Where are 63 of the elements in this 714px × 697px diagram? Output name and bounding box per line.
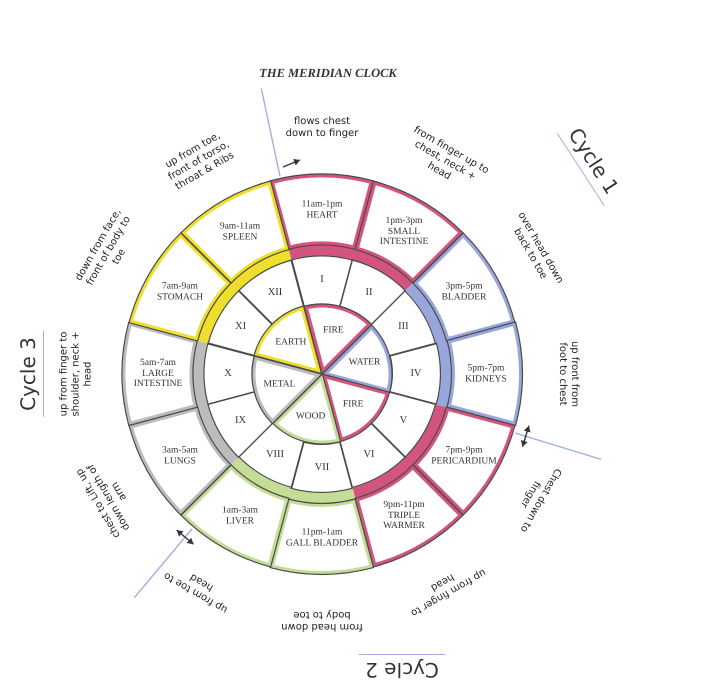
organ-name: SMALL INTESTINE xyxy=(378,226,430,248)
title: THE MERIDIAN CLOCK xyxy=(259,66,397,81)
time-range: 1pm-3pm xyxy=(386,216,422,227)
time-range: 3pm-5pm xyxy=(446,281,482,292)
organ-name: HEART xyxy=(306,210,338,221)
roman-numeral: IX xyxy=(235,415,246,427)
numeral-segment xyxy=(203,342,256,406)
numeral-segment xyxy=(388,342,441,406)
roman-numeral: V xyxy=(400,415,408,427)
numeral-segment xyxy=(290,255,354,308)
cycle-label: Cycle 2 xyxy=(359,654,445,682)
handwritten-note: from head down body to toe xyxy=(280,608,364,632)
roman-numeral: X xyxy=(224,368,232,380)
numeral-segment xyxy=(370,290,437,357)
meridian-segment xyxy=(269,498,375,575)
element-segment xyxy=(321,324,393,394)
organ-name: LARGE INTESTINE xyxy=(132,368,184,390)
time-range: 11am-1pm xyxy=(302,199,342,210)
time-range: 7am-9am xyxy=(162,281,198,292)
cycle-label: Cycle 3 xyxy=(16,331,44,417)
time-range: 5pm-7pm xyxy=(468,363,504,374)
numeral-segment xyxy=(339,422,406,489)
organ-name: BLADDER xyxy=(442,292,486,303)
roman-numeral: II xyxy=(365,286,372,298)
meridian-segment xyxy=(121,321,198,427)
element-segment xyxy=(253,305,323,375)
organ-name: LUNGS xyxy=(164,456,196,467)
element-name: EARTH xyxy=(275,338,306,348)
roman-numeral: VI xyxy=(363,450,375,462)
element-segment xyxy=(251,354,323,424)
roman-numeral: XII xyxy=(268,286,282,298)
time-range: 5am-7am xyxy=(140,358,176,369)
meridian-segment xyxy=(446,321,523,427)
meridian-segment xyxy=(354,180,464,284)
organ-name: SPLEEN xyxy=(222,232,258,243)
time-range: 11pm-1am xyxy=(302,527,342,538)
organ-name: KIDNEYS xyxy=(465,374,507,385)
time-range: 9am-11am xyxy=(220,221,260,232)
handwritten-note: up from finger to shoulder, neck + head xyxy=(58,331,94,417)
meridian-segment xyxy=(269,173,375,250)
organ-name: TRIPLE WARMER xyxy=(382,510,426,532)
numeral-segment xyxy=(290,440,354,493)
handwritten-note: up front from foot to chest xyxy=(556,340,580,410)
element-name: WOOD xyxy=(296,411,326,422)
roman-numeral: XI xyxy=(235,321,246,333)
roman-numeral: VIII xyxy=(266,450,284,462)
organ-name: STOMACH xyxy=(156,292,204,303)
roman-numeral: III xyxy=(398,321,409,333)
time-range: 1am-3am xyxy=(222,505,258,516)
element-name: FIRE xyxy=(342,400,364,410)
time-range: 7pm-9pm xyxy=(446,445,482,456)
time-range: 9pm-11pm xyxy=(383,500,425,511)
organ-name: PERICARDIUM xyxy=(431,456,497,467)
handwritten-note: flows chest down to finger xyxy=(284,116,360,140)
element-name: METAL xyxy=(264,380,296,391)
element-name: FIRE xyxy=(323,326,344,337)
element-name: WATER xyxy=(348,357,380,368)
organ-name: LIVER xyxy=(226,516,254,527)
roman-numeral: I xyxy=(320,274,324,286)
organ-name: GALL BLADDER xyxy=(286,538,358,549)
roman-numeral: IV xyxy=(410,368,422,380)
time-range: 3am-5am xyxy=(162,445,198,456)
roman-numeral: VII xyxy=(314,462,330,474)
